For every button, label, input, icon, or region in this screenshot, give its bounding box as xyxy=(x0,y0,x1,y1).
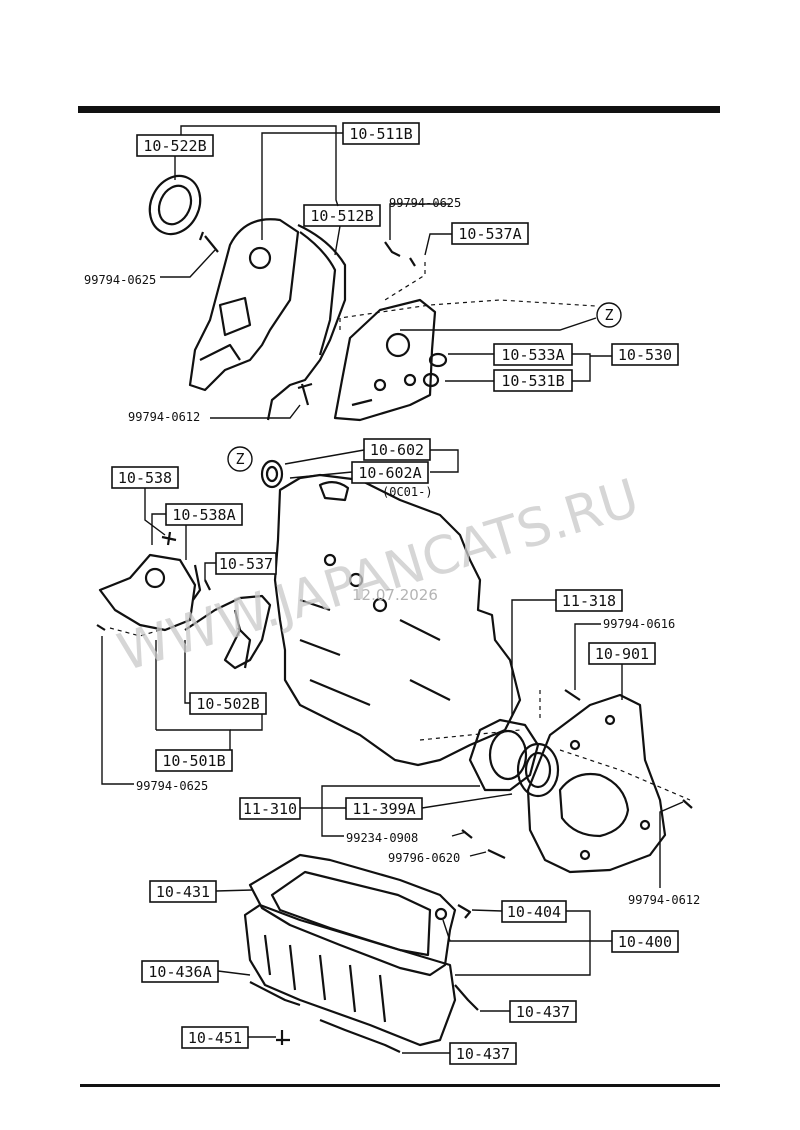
oil-pan-small-parts-drawing xyxy=(249,904,479,1053)
callout-10-533A[interactable]: 10-533A xyxy=(493,343,573,366)
callout-11-399A[interactable]: 11-399A xyxy=(345,797,423,820)
leader-lines-block xyxy=(284,449,459,479)
zone-marker-block: Z xyxy=(227,446,253,472)
callout-10-511B-text: 10-511B xyxy=(349,125,412,143)
callout-10-404-text: 10-404 xyxy=(507,903,561,921)
callout-10-431-text: 10-431 xyxy=(156,883,210,901)
part-number-99796-0620: 99796-0620 xyxy=(388,851,460,865)
bolt-drawings-top xyxy=(198,231,448,406)
watermark: WWW.JAPANCATS.RU xyxy=(111,468,646,683)
callout-10-437-lower[interactable]: 10-437 xyxy=(449,1042,517,1065)
part-number-99794-0612-a: 99794-0612 xyxy=(128,410,200,424)
callout-11-310-text: 11-310 xyxy=(243,800,297,818)
front-cover-drawing xyxy=(333,298,437,422)
callout-10-437-upper-text: 10-437 xyxy=(516,1003,570,1021)
timing-cover-upper-drawing xyxy=(188,218,300,392)
oil-pan-drawing xyxy=(243,903,457,1047)
callout-10-501B[interactable]: 10-501B xyxy=(155,749,233,772)
callout-10-538A-text: 10-538A xyxy=(172,506,235,524)
pump-bolt-drawing xyxy=(96,624,106,631)
callout-10-502B-text: 10-502B xyxy=(196,695,259,713)
callout-10-436A[interactable]: 10-436A xyxy=(141,960,219,983)
callout-10-537A-text: 10-537A xyxy=(458,225,521,243)
rear-seal-housing-drawing xyxy=(468,718,560,798)
callout-10-901-text: 10-901 xyxy=(595,645,649,663)
part-number-99794-0625-b: 99794-0625 xyxy=(389,196,461,210)
callout-10-531B[interactable]: 10-531B xyxy=(493,369,573,392)
part-number-99794-0625-c: 99794-0625 xyxy=(136,779,208,793)
callout-10-512B[interactable]: 10-512B xyxy=(303,204,381,227)
leader-lines-rear xyxy=(300,599,691,888)
callout-10-537[interactable]: 10-537 xyxy=(215,552,277,575)
date-stamp: 12.07.2026 xyxy=(352,586,438,604)
callout-11-310[interactable]: 11-310 xyxy=(239,797,301,820)
oil-pan-gasket-drawing xyxy=(248,853,457,977)
callout-10-530-text: 10-530 xyxy=(618,346,672,364)
top-rule xyxy=(78,106,720,113)
callout-10-602A-text: 10-602A xyxy=(358,464,421,482)
part-number-99794-0625-a: 99794-0625 xyxy=(84,273,156,287)
callout-10-533A-text: 10-533A xyxy=(501,346,564,364)
callout-10-436A-text: 10-436A xyxy=(148,963,211,981)
callout-10-538[interactable]: 10-538 xyxy=(111,466,179,489)
callout-11-318[interactable]: 11-318 xyxy=(555,589,623,612)
callout-10-511B[interactable]: 10-511B xyxy=(342,122,420,145)
end-plate-bolts-drawing xyxy=(461,689,693,859)
application-note-0c01: (0C01-) xyxy=(382,485,433,499)
oil-seal-drawing xyxy=(148,174,202,236)
oil-strainer-gasket-drawing xyxy=(184,594,272,670)
callout-11-399A-text: 11-399A xyxy=(352,800,415,818)
callout-10-537A[interactable]: 10-537A xyxy=(451,222,529,245)
callout-10-400[interactable]: 10-400 xyxy=(611,930,679,953)
callout-10-431[interactable]: 10-431 xyxy=(149,880,217,903)
callout-10-537-text: 10-537 xyxy=(219,555,273,573)
callout-10-602[interactable]: 10-602 xyxy=(363,438,431,461)
callout-10-901[interactable]: 10-901 xyxy=(588,642,656,665)
callout-10-451[interactable]: 10-451 xyxy=(181,1026,249,1049)
callout-10-602A[interactable]: 10-602A xyxy=(351,461,429,484)
part-number-99234-0908: 99234-0908 xyxy=(346,831,418,845)
callout-10-522B[interactable]: 10-522B xyxy=(136,134,214,157)
leader-lines-pan xyxy=(215,889,612,1054)
end-plate-drawing xyxy=(526,693,667,874)
oil-pump-drawing xyxy=(98,531,211,632)
bottom-rule xyxy=(80,1084,720,1087)
callout-10-602-text: 10-602 xyxy=(370,441,424,459)
crank-seal-drawing xyxy=(260,459,284,489)
leader-lines-top xyxy=(160,125,612,419)
callout-10-400-text: 10-400 xyxy=(618,933,672,951)
callout-11-318-text: 11-318 xyxy=(562,592,616,610)
timing-cover-gasket-drawing xyxy=(266,224,347,421)
part-number-99794-0616: 99794-0616 xyxy=(603,617,675,631)
callout-10-538A[interactable]: 10-538A xyxy=(165,503,243,526)
leader-lines-left xyxy=(101,488,263,785)
callout-10-404[interactable]: 10-404 xyxy=(501,900,567,923)
callout-10-451-text: 10-451 xyxy=(188,1029,242,1047)
callout-10-512B-text: 10-512B xyxy=(310,207,373,225)
svg-text:Z: Z xyxy=(235,450,244,468)
zone-marker-top: Z xyxy=(596,302,622,328)
svg-text:Z: Z xyxy=(604,306,613,324)
callout-10-437-upper[interactable]: 10-437 xyxy=(509,1000,577,1023)
callout-10-522B-text: 10-522B xyxy=(143,137,206,155)
callout-10-501B-text: 10-501B xyxy=(162,752,225,770)
callout-10-437-lower-text: 10-437 xyxy=(456,1045,510,1063)
callout-10-530[interactable]: 10-530 xyxy=(611,343,679,366)
callout-10-538-text: 10-538 xyxy=(118,469,172,487)
part-number-99794-0612-b: 99794-0612 xyxy=(628,893,700,907)
callout-10-502B[interactable]: 10-502B xyxy=(189,692,267,715)
callout-10-531B-text: 10-531B xyxy=(501,372,564,390)
